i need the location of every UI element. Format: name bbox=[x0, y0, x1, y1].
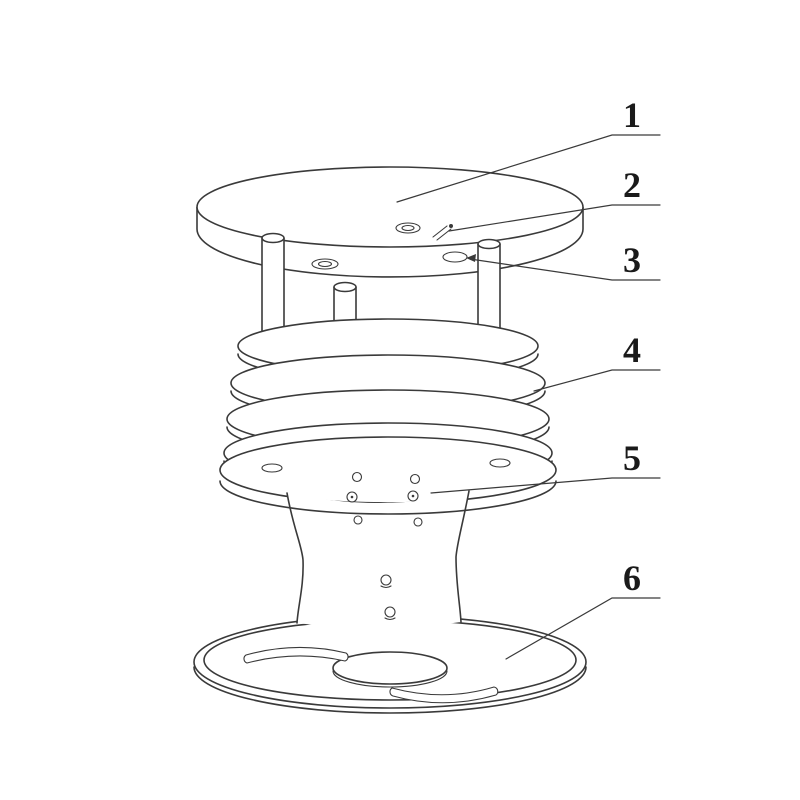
louver-bottom-plate bbox=[219, 436, 557, 504]
callout-label: 6 bbox=[623, 558, 641, 598]
leader-line bbox=[430, 477, 661, 494]
cap-screw-head bbox=[449, 224, 453, 228]
top-cap bbox=[196, 166, 584, 278]
callout-label: 1 bbox=[623, 95, 641, 135]
leader-line bbox=[505, 597, 661, 660]
cap-port-b bbox=[311, 258, 339, 270]
callout-label: 4 bbox=[623, 330, 641, 370]
callout-label: 3 bbox=[623, 240, 641, 280]
leader-arrowhead bbox=[466, 254, 476, 262]
leader-line bbox=[533, 369, 661, 392]
cap-port-a bbox=[395, 222, 421, 234]
louver-stack bbox=[219, 318, 557, 504]
body-left-edge bbox=[286, 492, 304, 624]
callout-label: 5 bbox=[623, 438, 641, 478]
body-hole-6 bbox=[413, 517, 423, 527]
post-middle-top bbox=[333, 281, 357, 293]
bottom-plate-hole-right bbox=[489, 458, 511, 468]
base-plate-thickness bbox=[193, 666, 587, 714]
louver-bottom-plate-rim bbox=[219, 480, 557, 515]
leader-line bbox=[469, 258, 661, 281]
cap-dome bbox=[196, 166, 584, 248]
body-hole-4-center bbox=[411, 494, 415, 498]
body-center-hole-upper bbox=[380, 574, 392, 586]
callout-3: 3 bbox=[466, 240, 661, 281]
body-right-edge bbox=[455, 490, 470, 623]
body-hole-5 bbox=[353, 515, 363, 525]
post-left bbox=[261, 238, 285, 334]
callout-5: 5 bbox=[430, 438, 661, 494]
cap-hole bbox=[442, 251, 468, 263]
body-hole-3-center bbox=[350, 495, 354, 499]
base-plate-details bbox=[243, 646, 499, 704]
post-right-top bbox=[477, 238, 501, 250]
body-hole-4 bbox=[407, 490, 419, 502]
callout-2: 2 bbox=[448, 165, 661, 232]
body-center-hole-lower bbox=[384, 606, 396, 618]
cap-port-b-inner bbox=[317, 260, 333, 268]
body-center-hole-upper-shadow bbox=[380, 585, 392, 589]
callout-label: 2 bbox=[623, 165, 641, 205]
body-center-hole-lower-shadow bbox=[384, 617, 396, 621]
bottom-plate-hole-left bbox=[261, 463, 283, 473]
callout-1: 1 bbox=[396, 95, 661, 203]
base-slot-right bbox=[389, 686, 499, 704]
body-fill bbox=[287, 491, 469, 629]
base-center-hole-depth bbox=[332, 670, 448, 688]
sensor-body bbox=[219, 458, 557, 629]
cap-port-a-inner bbox=[401, 224, 415, 232]
base-slot-left bbox=[243, 646, 349, 664]
body-hole-2 bbox=[409, 473, 421, 485]
body-hole-3 bbox=[346, 491, 358, 503]
post-right bbox=[477, 244, 501, 332]
post-left-top bbox=[261, 232, 285, 244]
base-center-hole bbox=[332, 651, 448, 685]
leader-line bbox=[396, 134, 661, 203]
callout-6: 6 bbox=[505, 558, 661, 660]
leader-line bbox=[448, 204, 661, 232]
callout-4: 4 bbox=[533, 330, 661, 392]
body-hole-1 bbox=[351, 471, 363, 483]
